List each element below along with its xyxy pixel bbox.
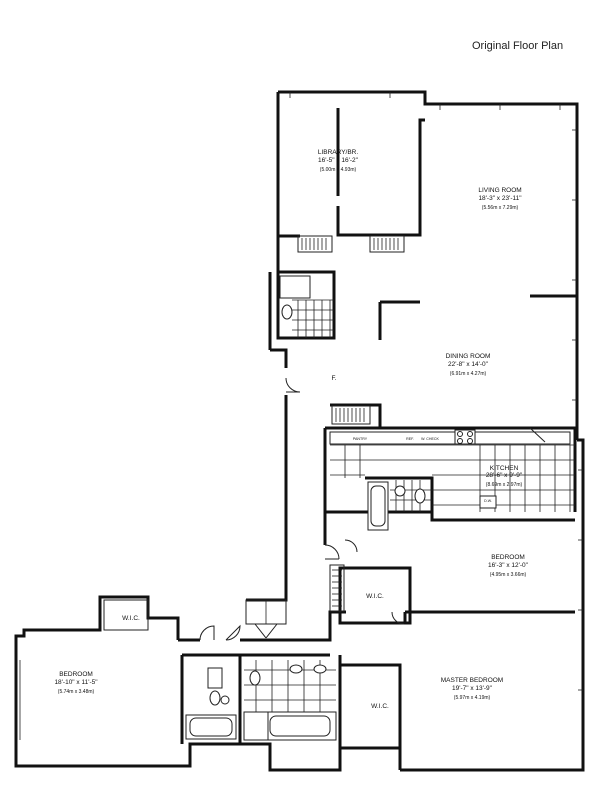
bedroom-east-name: BEDROOM [491,554,525,561]
library-metric: (5.00m x 4.93m) [320,167,357,173]
kitchen-dims: 28'-6" x 9'-9" [486,472,523,479]
window-markings [19,92,583,740]
interior-walls [178,108,577,748]
dining-metric: (6.91m x 4.27m) [450,371,487,377]
living-name: LIVING ROOM [478,187,521,194]
bedroom-east-dims: 16'-3" x 12'-0" [488,562,529,569]
ref-label: REF. [406,437,414,441]
bedroom-west-metric: (5.74m x 3.48m) [58,689,95,695]
pantry-label: PANTRY [353,437,368,441]
room-labels: LIBRARY/BR. 16'-5" x 16'-2" (5.00m x 4.9… [54,149,528,710]
living-dims: 18'-3" x 23'-11" [478,195,522,202]
doors [199,377,546,641]
dining-name: DINING ROOM [446,353,491,360]
foyer-label: F. [331,375,336,382]
library-dims: 16'-5" x 16'-2" [318,157,359,164]
wic-center-label: W.I.C. [366,593,384,600]
tile-grids [244,299,575,712]
bedroom-west-name: BEDROOM [59,671,93,678]
dw-label: D.W. [484,499,492,503]
bedroom-west-dims: 18'-10" x 11'-5" [54,679,98,686]
master-dims: 19'-7" x 13'-9" [452,685,493,692]
living-metric: (5.56m x 7.29m) [482,205,519,211]
closets [103,235,405,631]
fixtures [185,275,571,741]
plan-title: Original Floor Plan [472,40,564,52]
wd-label: W. CHECK [421,437,439,441]
library-name: LIBRARY/BR. [318,149,359,156]
wic-west-label: W.I.C. [122,615,140,622]
wic-master-label: W.I.C. [371,703,389,710]
master-metric: (5.97m x 4.19m) [454,695,491,701]
bedroom-east-metric: (4.95m x 3.66m) [490,572,527,578]
master-name: MASTER BEDROOM [441,677,503,684]
kitchen-name: KITCHEN [490,465,519,472]
kitchen-metric: (8.69m x 2.97m) [486,482,523,488]
dining-dims: 22'-8" x 14'-0" [448,361,489,368]
